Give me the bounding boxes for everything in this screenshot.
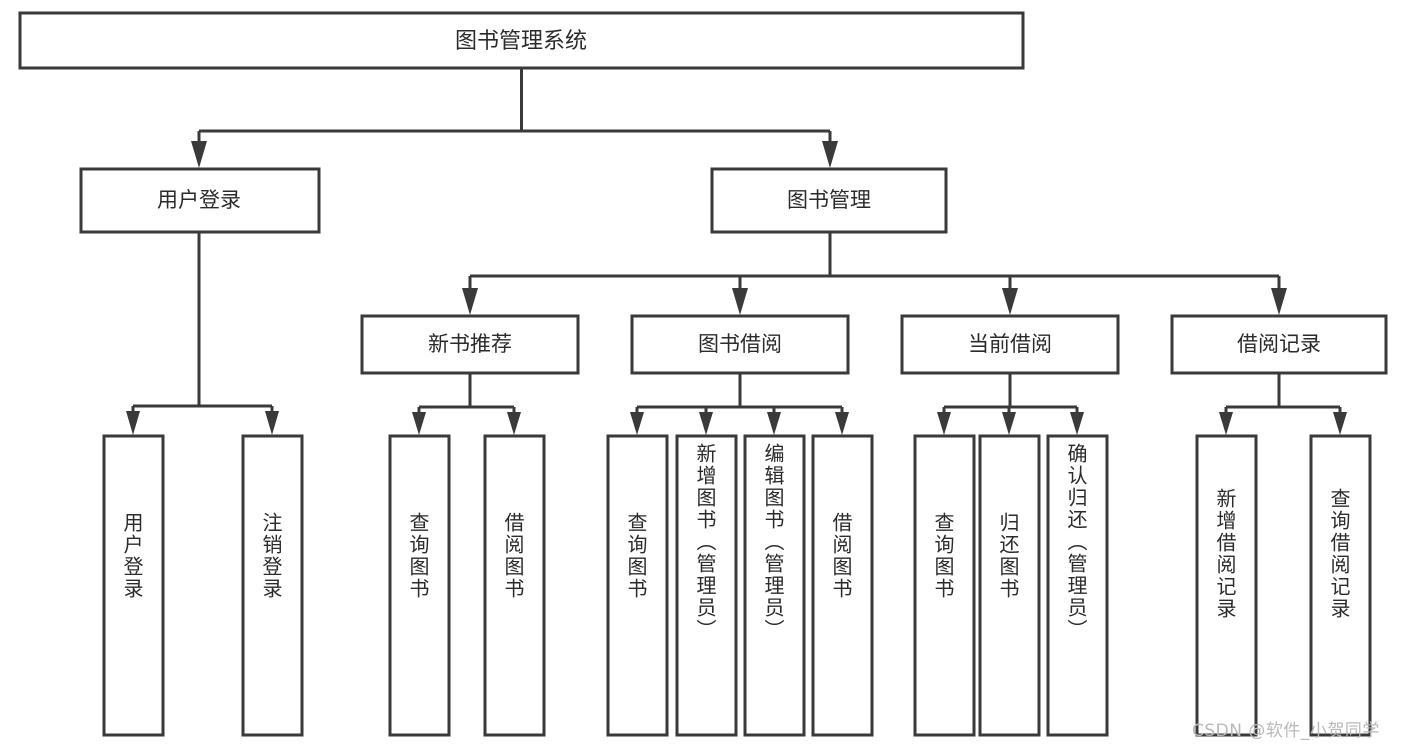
node-box-leaf-query-record[interactable] <box>1309 434 1372 737</box>
arrowhead-leaf-confirm-return <box>1070 412 1084 435</box>
node-box-user-login[interactable] <box>79 167 321 234</box>
arrowhead-book-borrow <box>732 288 748 315</box>
label-new-book-rec: 新书推荐 <box>428 332 512 356</box>
node-box-leaf-borrow-book[interactable] <box>811 434 874 737</box>
watermark-text: CSDN @软件_小贺同学 <box>1192 721 1380 741</box>
node-box-root[interactable] <box>18 11 1025 70</box>
arrowhead-book-manage <box>822 141 838 168</box>
node-box-leaf-add-book[interactable] <box>675 434 738 737</box>
node-labels: 图书管理系统 用户登录 图书管理 新书推荐 图书借阅 当前借阅 借阅记录 <box>157 29 1321 356</box>
arrowhead-new-book-rec <box>462 288 478 315</box>
node-box-leaf-query-book-cur[interactable] <box>913 434 976 737</box>
arrowhead-current-borrow <box>1002 288 1018 315</box>
arrowhead-leaf-user-login <box>126 411 140 435</box>
label-user-login: 用户登录 <box>157 188 241 212</box>
node-box-leaf-edit-book[interactable] <box>743 434 806 737</box>
node-box-leaf-user-logout[interactable] <box>241 434 304 737</box>
arrowhead-leaf-query-book-rec <box>412 412 426 435</box>
arrowhead-leaf-query-record <box>1333 412 1347 435</box>
node-box-current-borrow[interactable] <box>900 314 1120 375</box>
connectors <box>126 68 1347 435</box>
label-current-borrow: 当前借阅 <box>968 332 1052 356</box>
node-box-leaf-add-record[interactable] <box>1195 434 1258 737</box>
node-box-leaf-return-book[interactable] <box>978 434 1041 737</box>
node-box-leaf-user-login[interactable] <box>102 434 165 737</box>
label-borrow-record: 借阅记录 <box>1237 332 1321 356</box>
arrowhead-user-login <box>191 141 207 168</box>
node-box-new-book-rec[interactable] <box>360 314 580 375</box>
arrowhead-leaf-user-logout <box>265 411 279 435</box>
arrowhead-leaf-edit-book <box>767 412 781 435</box>
arrowhead-leaf-borrow-book-rec <box>507 412 521 435</box>
node-box-leaf-borrow-book-rec[interactable] <box>483 434 546 737</box>
node-box-leaf-query-book-rec[interactable] <box>388 434 451 737</box>
arrowhead-leaf-return-book <box>1002 412 1016 435</box>
node-boxes <box>18 11 1388 737</box>
arrowhead-borrow-record <box>1271 288 1287 315</box>
arrowhead-leaf-add-book <box>699 412 713 435</box>
arrowhead-leaf-borrow-book <box>835 412 849 435</box>
arrowhead-leaf-query-book-cur <box>937 412 951 435</box>
label-book-manage: 图书管理 <box>787 188 871 212</box>
arrowhead-leaf-add-record <box>1219 412 1233 435</box>
node-box-leaf-query-book[interactable] <box>606 434 669 737</box>
arrowhead-leaf-query-book <box>630 412 644 435</box>
label-book-borrow: 图书借阅 <box>698 332 782 356</box>
label-root: 图书管理系统 <box>455 29 587 54</box>
node-box-leaf-confirm-return[interactable] <box>1046 434 1109 737</box>
